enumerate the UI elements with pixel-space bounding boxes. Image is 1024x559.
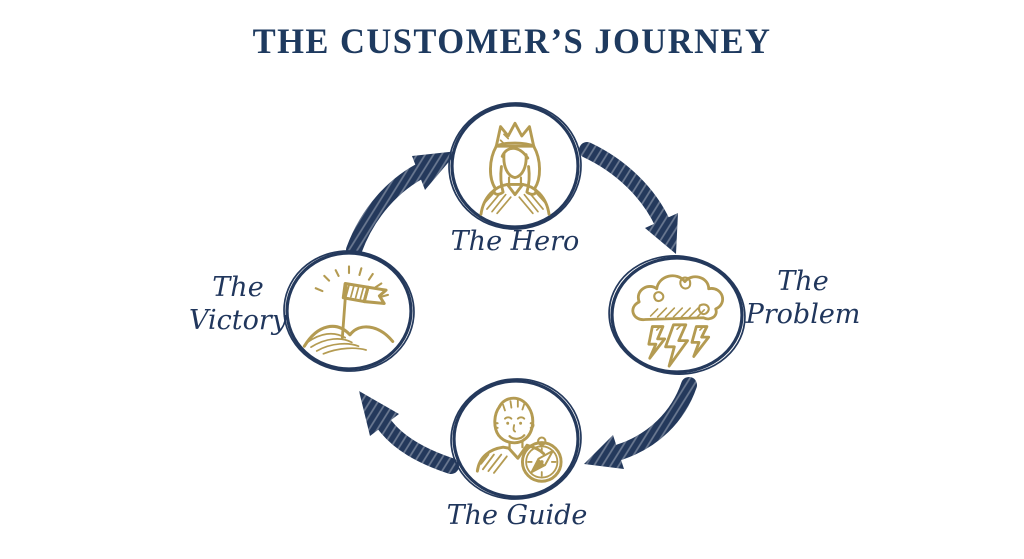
node-label-problem: The Problem bbox=[745, 266, 861, 330]
storm-cloud-lightning-icon bbox=[631, 274, 725, 368]
problem-node-circle bbox=[608, 255, 746, 375]
arrow-victory-to-hero bbox=[346, 151, 458, 258]
crown-queen-icon bbox=[479, 121, 551, 216]
node-label-hero: The Hero bbox=[450, 226, 580, 257]
node-label-guide: The Guide bbox=[446, 500, 588, 531]
arrow-guide-to-victory bbox=[359, 391, 459, 474]
flag-on-hill-icon bbox=[302, 265, 395, 355]
arrow-hero-to-problem bbox=[579, 142, 678, 254]
node-label-victory: The Victory bbox=[188, 272, 288, 336]
victory-node-circle bbox=[283, 250, 415, 372]
arrow-problem-to-guide bbox=[584, 377, 697, 469]
man-with-compass-icon bbox=[475, 396, 563, 483]
diagram-title: THE CUSTOMER’S JOURNEY bbox=[252, 21, 772, 61]
hero-node-circle bbox=[448, 102, 582, 230]
